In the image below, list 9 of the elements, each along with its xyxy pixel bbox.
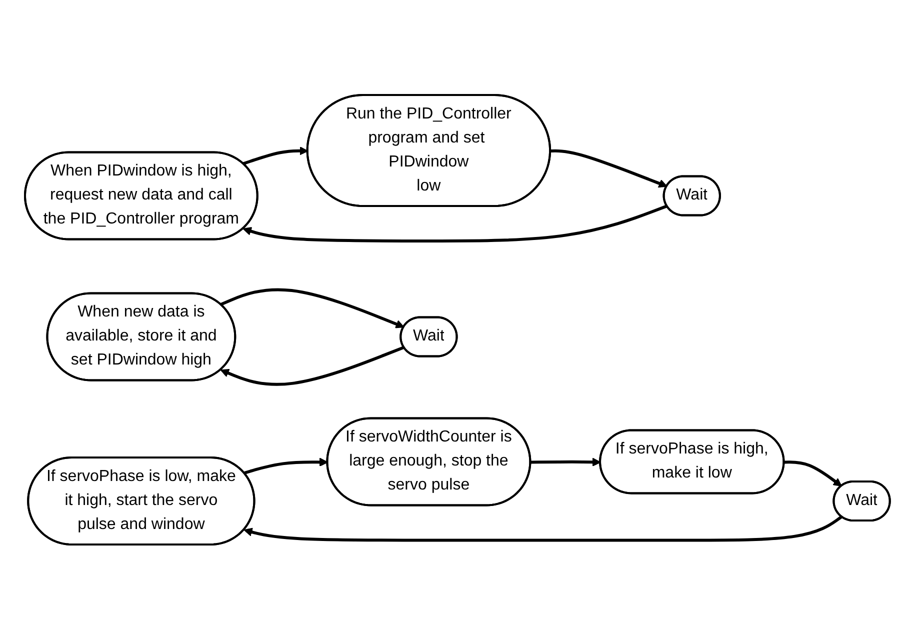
arrow [220,288,404,329]
arrow [530,458,600,467]
arrow [243,458,328,475]
arrow [243,516,842,542]
arrow [242,204,668,243]
arrow [784,460,842,487]
arrow [220,346,404,386]
arrow [550,150,667,188]
arrow [242,146,308,166]
